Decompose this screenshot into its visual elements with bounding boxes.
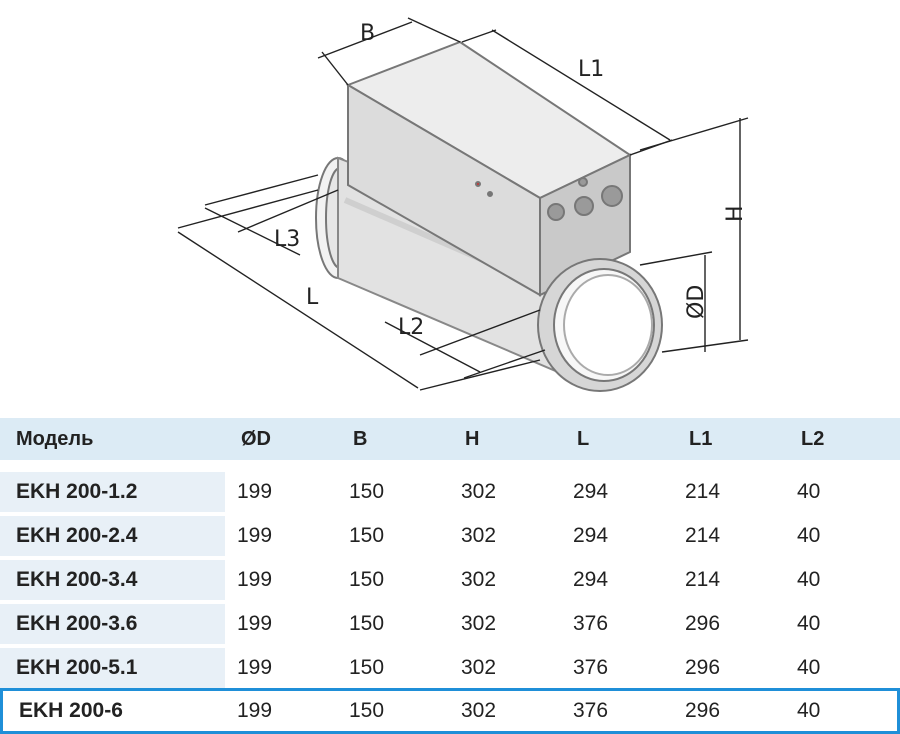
value-cell: 302 <box>449 512 561 556</box>
control-box <box>345 40 633 297</box>
value-cell: 294 <box>561 512 673 556</box>
value-cell: 214 <box>673 468 785 512</box>
header-model: Модель <box>0 418 225 460</box>
value-cell: 302 <box>449 556 561 600</box>
value-cell: 150 <box>337 688 449 734</box>
header-h: H <box>449 418 561 460</box>
value-cell: 294 <box>561 468 673 512</box>
value-cell: 199 <box>225 512 337 556</box>
header-l: L <box>561 418 673 460</box>
dim-label-d: ØD <box>684 285 709 319</box>
front-collar <box>537 258 663 392</box>
value-cell: 302 <box>449 600 561 644</box>
value-cell: 376 <box>561 600 673 644</box>
value-cell: 302 <box>449 468 561 512</box>
dim-label-l3: L3 <box>274 227 300 252</box>
table-spacer-cell <box>0 460 900 468</box>
dim-label-l: L <box>306 285 319 310</box>
model-cell: EKH 200-5.1 <box>0 644 225 688</box>
dim-label-l2: L2 <box>398 315 424 340</box>
dimension-lines <box>177 17 749 391</box>
value-cell: 214 <box>673 556 785 600</box>
model-cell: EKH 200-3.6 <box>0 600 225 644</box>
value-cell: 302 <box>449 688 561 734</box>
header-l2: L2 <box>785 418 900 460</box>
dim-label-h: H <box>723 205 748 222</box>
value-cell: 294 <box>561 556 673 600</box>
dim-label-b: B <box>360 21 375 46</box>
header-diameter: ØD <box>225 418 337 460</box>
value-cell: 150 <box>337 644 449 688</box>
value-cell: 296 <box>673 688 785 734</box>
header-l1: L1 <box>673 418 785 460</box>
value-cell: 40 <box>785 644 900 688</box>
model-cell: EKH 200-3.4 <box>0 556 225 600</box>
value-cell: 199 <box>225 688 337 734</box>
table-spacer <box>0 460 900 468</box>
value-cell: 40 <box>785 556 900 600</box>
value-cell: 376 <box>561 688 673 734</box>
model-cell: EKH 200-6 <box>0 688 225 734</box>
value-cell: 199 <box>225 468 337 512</box>
value-cell: 199 <box>225 644 337 688</box>
value-cell: 150 <box>337 512 449 556</box>
header-b: B <box>337 418 449 460</box>
model-cell: EKH 200-1.2 <box>0 468 225 512</box>
value-cell: 302 <box>449 644 561 688</box>
table-header-row: Модель ØD B H L L1 L2 <box>0 418 900 460</box>
value-cell: 40 <box>785 512 900 556</box>
dimension-labels: B L1 H ØD L3 L L2 <box>274 21 748 340</box>
value-cell: 199 <box>225 600 337 644</box>
duct-heater-drawing: B L1 H ØD L3 L L2 <box>177 17 749 392</box>
dim-label-l1: L1 <box>578 57 604 82</box>
value-cell: 150 <box>337 468 449 512</box>
model-cell: EKH 200-2.4 <box>0 512 225 556</box>
value-cell: 150 <box>337 556 449 600</box>
value-cell: 214 <box>673 512 785 556</box>
value-cell: 150 <box>337 600 449 644</box>
value-cell: 376 <box>561 644 673 688</box>
value-cell: 40 <box>785 468 900 512</box>
value-cell: 296 <box>673 644 785 688</box>
value-cell: 199 <box>225 556 337 600</box>
value-cell: 40 <box>785 600 900 644</box>
value-cell: 40 <box>785 688 900 734</box>
value-cell: 296 <box>673 600 785 644</box>
